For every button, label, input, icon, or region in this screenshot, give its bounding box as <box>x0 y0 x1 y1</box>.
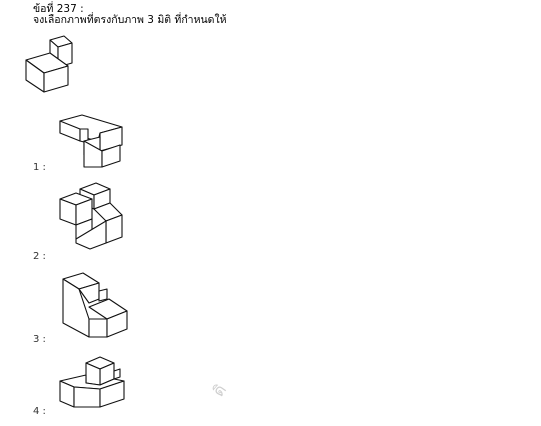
option-4-label[interactable]: 4 : <box>33 406 46 417</box>
option-1-figure[interactable] <box>56 111 126 169</box>
option-2-figure[interactable] <box>56 181 126 257</box>
option-3-label[interactable]: 3 : <box>33 334 46 345</box>
question-number: ข้อที่ 237 : <box>33 3 84 15</box>
watermark: ดิ <box>208 380 231 401</box>
given-3d-figure <box>22 34 80 94</box>
question-instruction: จงเลือกภาพที่ตรงกับภาพ 3 มิติ ที่กำหนดให… <box>33 14 227 26</box>
option-3-figure[interactable] <box>59 271 131 343</box>
option-2-label[interactable]: 2 : <box>33 251 46 262</box>
option-1-label[interactable]: 1 : <box>33 162 46 173</box>
option-4-figure[interactable] <box>56 353 126 411</box>
